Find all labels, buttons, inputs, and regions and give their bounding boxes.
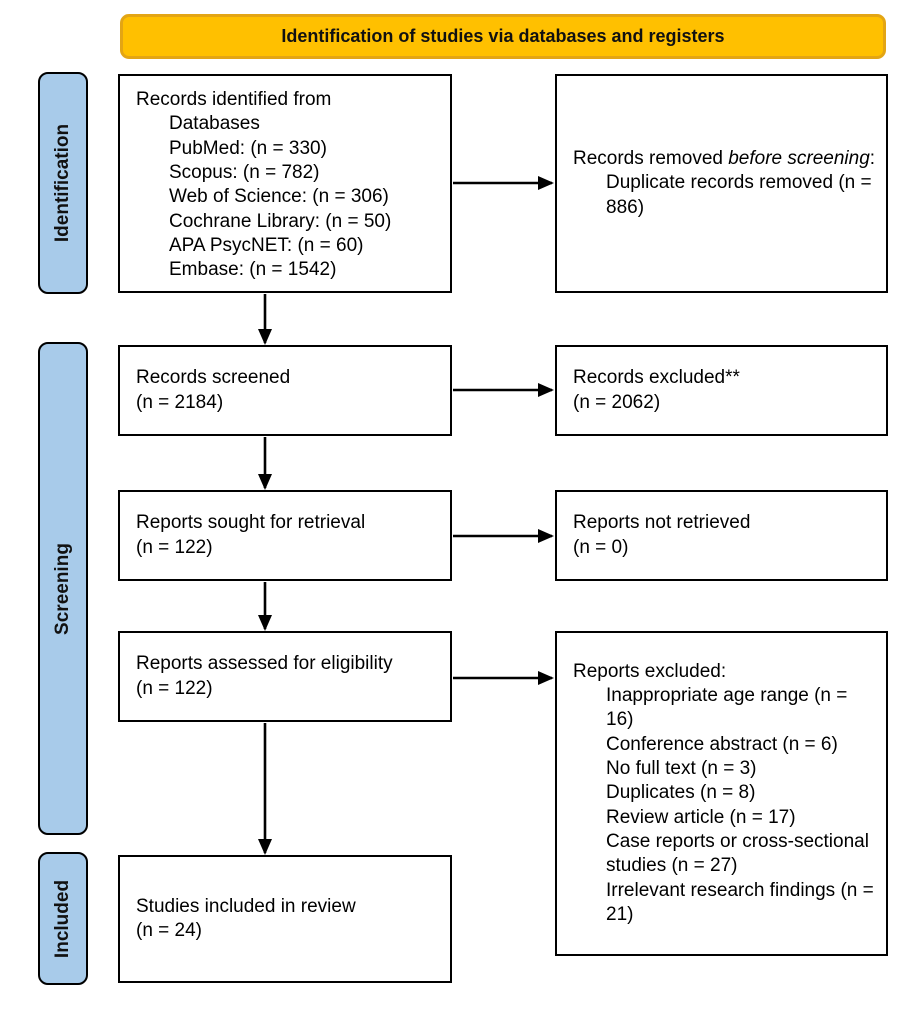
box-records-screened: Records screened (n = 2184) — [118, 345, 452, 436]
box-title: Records identified from — [136, 89, 332, 110]
box-count: (n = 122) — [136, 677, 213, 699]
list-item: Review article (n = 17) — [606, 806, 796, 828]
list-item: Embase: (n = 1542) — [169, 259, 337, 281]
banner-identification-via-databases: Identification of studies via databases … — [120, 14, 886, 59]
list-item: Web of Science: (n = 306) — [169, 186, 389, 208]
box-reports-not-retrieved: Reports not retrieved (n = 0) — [555, 490, 888, 581]
box-line: Reports sought for retrieval — [136, 512, 366, 534]
box-line: Reports assessed for eligibility — [136, 653, 393, 675]
box-reports-sought: Reports sought for retrieval (n = 122) — [118, 490, 452, 581]
box-studies-included: Studies included in review (n = 24) — [118, 855, 452, 983]
box-reports-assessed: Reports assessed for eligibility (n = 12… — [118, 631, 452, 722]
box-line: Reports not retrieved — [573, 512, 751, 534]
box-records-removed: Records removed before screening: Duplic… — [555, 74, 888, 293]
box-count: (n = 2062) — [573, 391, 661, 413]
box-line: Records excluded** — [573, 367, 740, 389]
box-count: (n = 2184) — [136, 391, 224, 413]
list-item: Duplicate records removed (n = 886) — [606, 172, 872, 218]
box-count: (n = 24) — [136, 920, 203, 941]
list-item: APA PsycNET: (n = 60) — [169, 234, 364, 256]
banner-label: Identification of studies via databases … — [281, 26, 725, 46]
stage-bar-screening: Screening — [38, 342, 88, 835]
list-item: Databases — [169, 113, 260, 135]
list-item: No full text (n = 3) — [606, 758, 757, 780]
stage-label-screening: Screening — [52, 542, 73, 635]
box-line: Records screened — [136, 367, 291, 389]
list-item: Duplicates (n = 8) — [606, 782, 756, 804]
box-records-excluded: Records excluded** (n = 2062) — [555, 345, 888, 436]
stage-bar-included: Included — [38, 852, 88, 985]
list-item: Inappropriate age range (n = 16) — [606, 685, 848, 731]
box-count: (n = 0) — [573, 536, 629, 558]
box-records-identified: Records identified from Databases PubMed… — [118, 74, 452, 293]
box-reports-excluded: Reports excluded: Inappropriate age rang… — [555, 631, 888, 956]
list-item: Cochrane Library: (n = 50) — [169, 210, 392, 232]
list-item: Case reports or cross-sectional studies … — [606, 830, 869, 877]
stage-bar-identification: Identification — [38, 72, 88, 294]
stage-label-included: Included — [52, 879, 73, 958]
box-title: Records removed before screening: — [573, 148, 876, 170]
list-item: Conference abstract (n = 6) — [606, 733, 838, 755]
list-item: Scopus: (n = 782) — [169, 161, 320, 183]
stage-label-identification: Identification — [52, 123, 74, 243]
box-count: (n = 122) — [136, 536, 213, 558]
list-item: PubMed: (n = 330) — [169, 137, 327, 159]
box-line: Studies included in review — [136, 895, 356, 917]
list-item: Irrelevant research findings (n = 21) — [606, 879, 874, 925]
box-title: Reports excluded: — [573, 660, 727, 682]
